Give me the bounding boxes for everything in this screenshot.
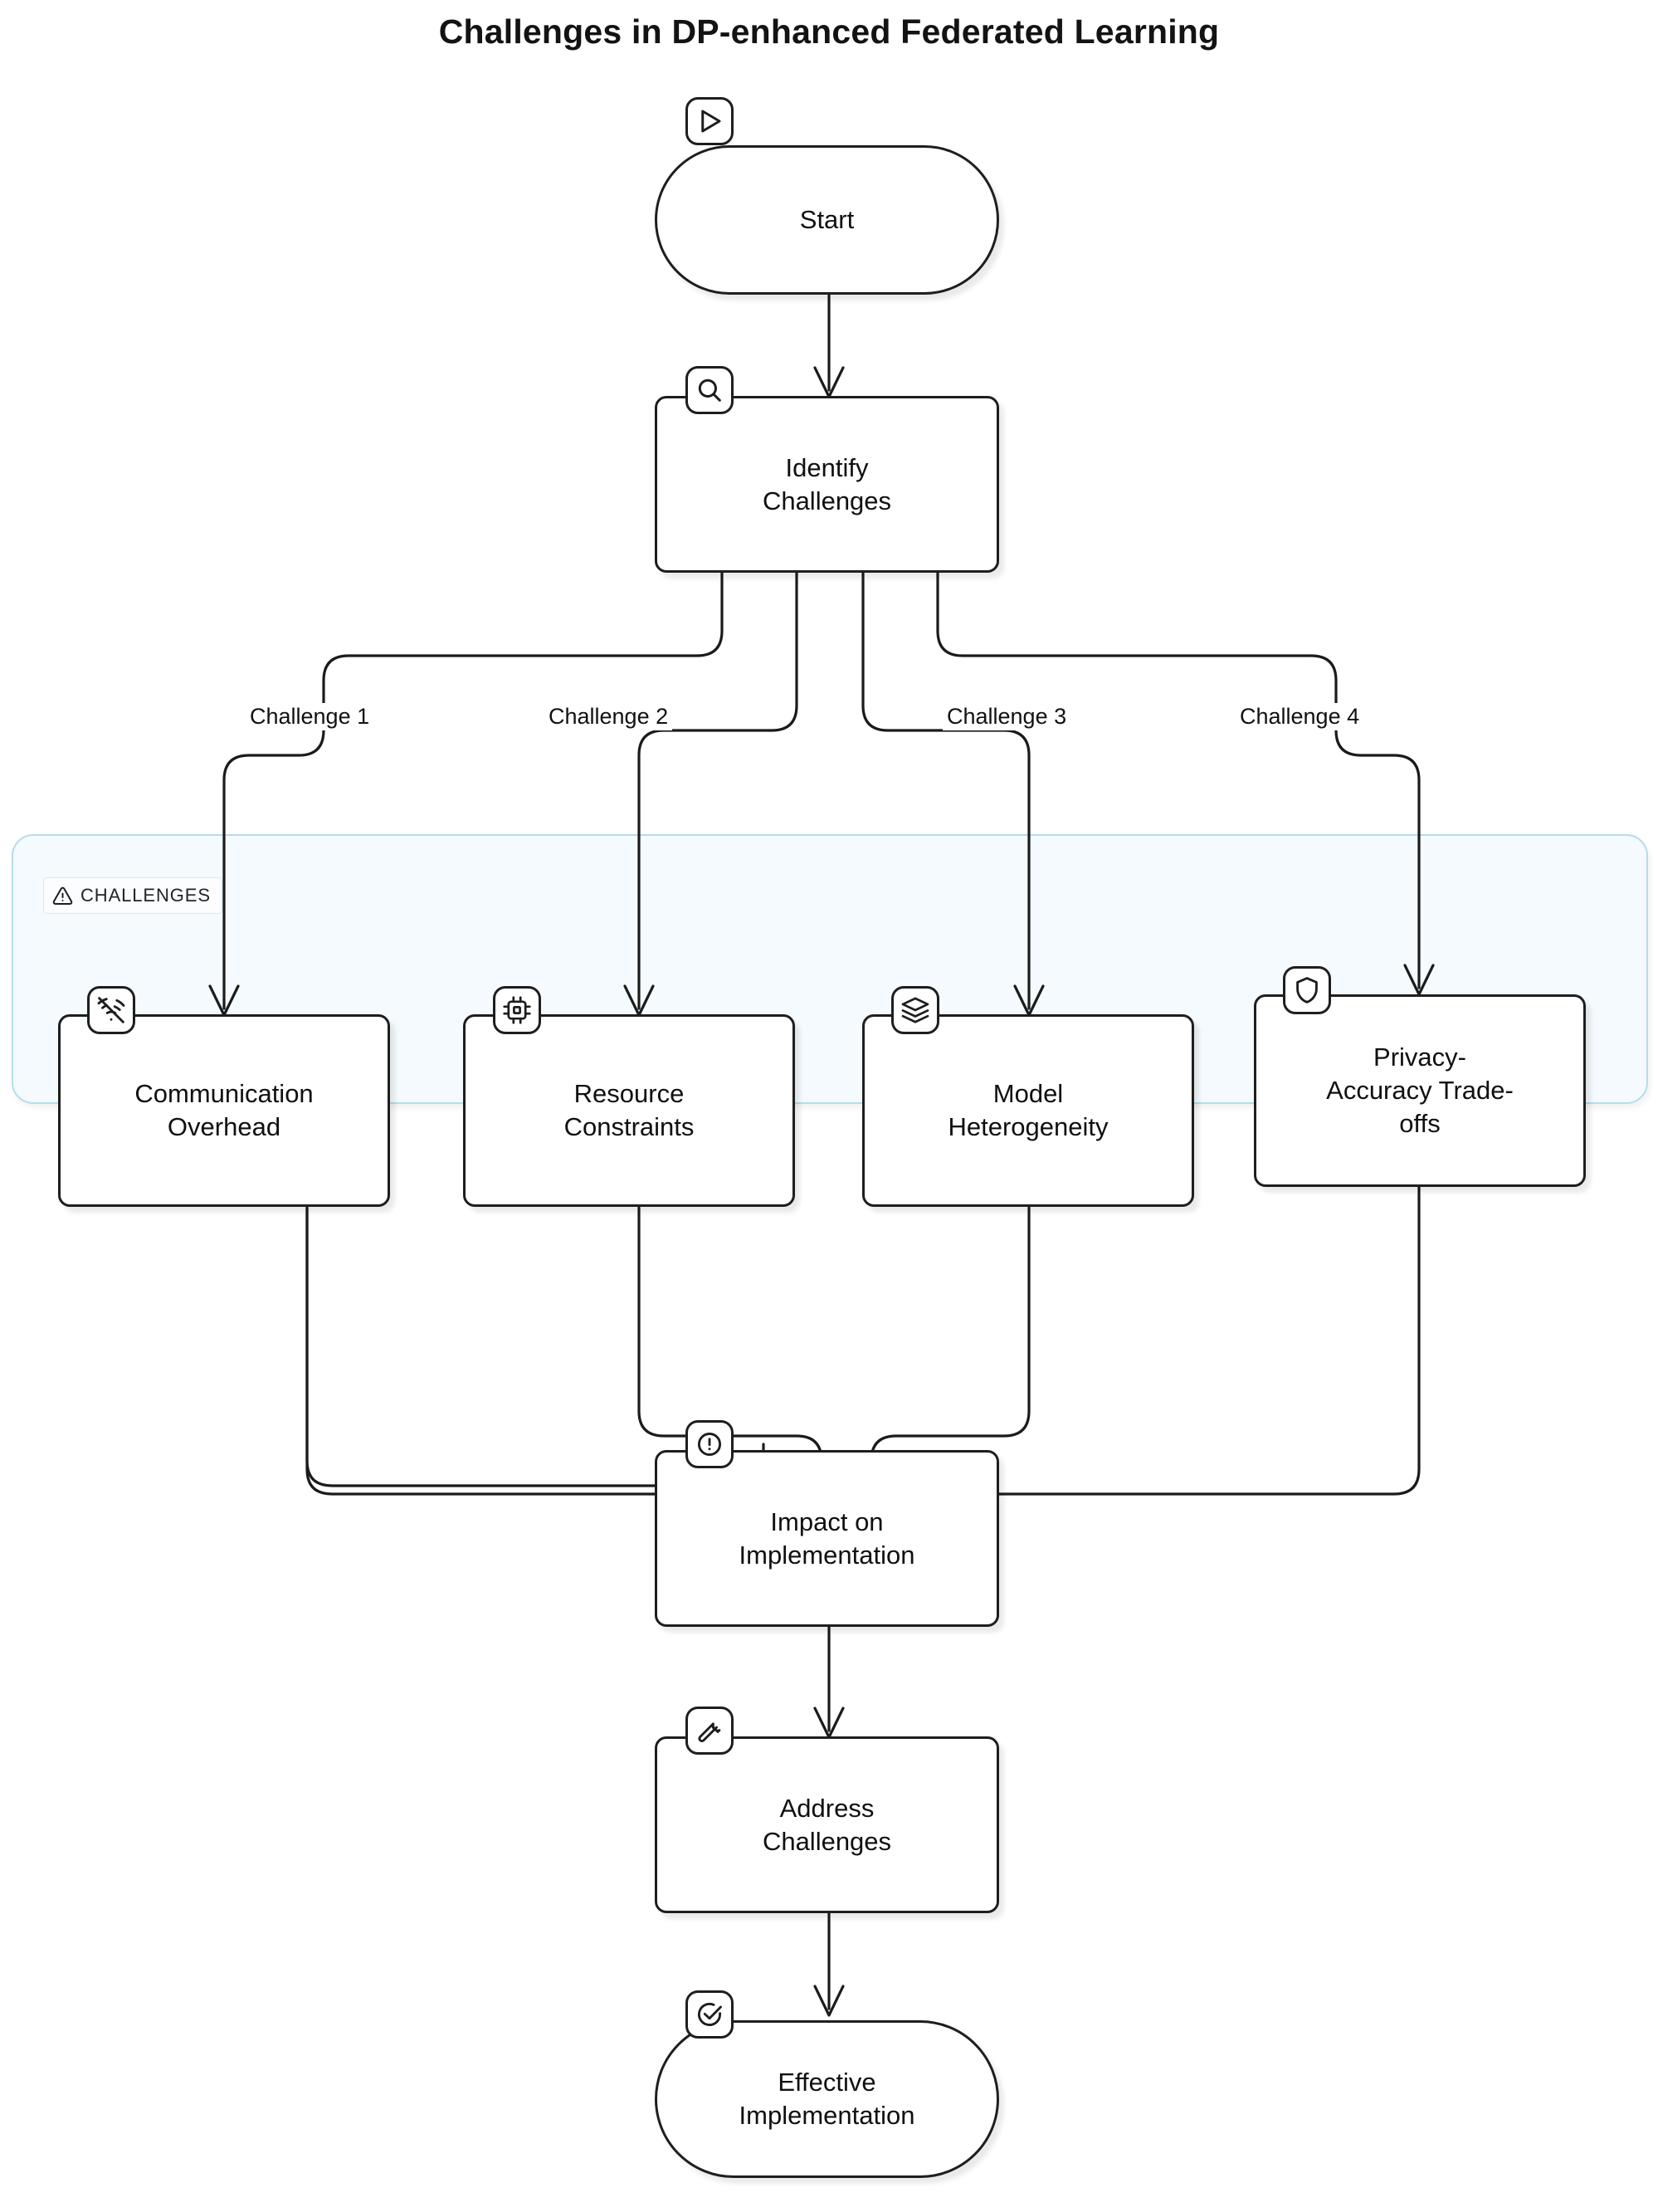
- edge-label-challenge-3: Challenge 3: [943, 703, 1071, 730]
- alert-circle-icon: [685, 1420, 734, 1468]
- node-privacy-accuracy-tradeoffs-label: Privacy- Accuracy Trade- offs: [1326, 1043, 1514, 1138]
- node-effective-implementation-label: Effective Implementation: [739, 2068, 915, 2130]
- edge-address-effective-arrowhead: [813, 1985, 845, 2017]
- wrench-icon: [685, 1707, 734, 1755]
- edge-impact-address-arrowhead: [813, 1707, 845, 1739]
- cluster-label-challenges: CHALLENGES: [43, 877, 222, 914]
- edge-label-challenge-2: Challenge 2: [544, 703, 673, 730]
- search-icon: [685, 366, 734, 414]
- node-communication-overhead[interactable]: Communication Overhead: [58, 1014, 390, 1207]
- wifi-off-icon: [87, 986, 135, 1034]
- node-effective-implementation[interactable]: Effective Implementation: [655, 2020, 999, 2178]
- alert-triangle-icon: [52, 886, 73, 906]
- edge-label-challenge-1: Challenge 1: [246, 703, 374, 730]
- layers-icon: [891, 986, 939, 1034]
- node-start[interactable]: Start: [655, 145, 999, 295]
- check-circle-icon: [685, 1990, 734, 2039]
- edge-label-challenge-4: Challenge 4: [1236, 703, 1364, 730]
- cpu-icon: [493, 986, 541, 1034]
- node-start-label: Start: [799, 205, 855, 235]
- node-identify-challenges-label: Identify Challenges: [762, 452, 892, 515]
- node-model-heterogeneity[interactable]: Model Heterogeneity: [862, 1014, 1194, 1207]
- node-resource-constraints-label: Resource Constraints: [563, 1079, 695, 1141]
- node-identify-challenges[interactable]: Identify Challenges: [655, 396, 999, 573]
- node-resource-constraints[interactable]: Resource Constraints: [463, 1014, 795, 1207]
- cluster-label-text: CHALLENGES: [80, 885, 211, 906]
- node-impact-on-implementation-label: Impact on Implementation: [739, 1506, 915, 1570]
- node-model-heterogeneity-label: Model Heterogeneity: [948, 1079, 1109, 1141]
- page-title: Challenges in DP-enhanced Federated Lear…: [438, 12, 1220, 51]
- edge-start-identify-arrowhead: [813, 366, 845, 398]
- node-address-challenges[interactable]: Address Challenges: [655, 1736, 999, 1913]
- node-privacy-accuracy-tradeoffs[interactable]: Privacy- Accuracy Trade- offs: [1254, 994, 1586, 1187]
- node-address-challenges-label: Address Challenges: [762, 1793, 892, 1856]
- node-impact-on-implementation[interactable]: Impact on Implementation: [655, 1450, 999, 1627]
- shield-icon: [1283, 966, 1331, 1014]
- node-communication-overhead-label: Communication Overhead: [134, 1079, 314, 1141]
- play-icon: [685, 97, 734, 145]
